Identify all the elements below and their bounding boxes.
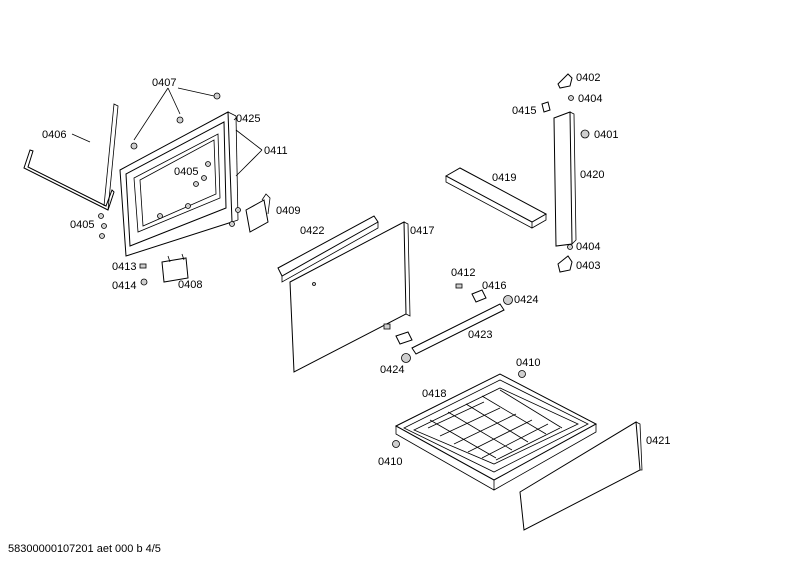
part-0417-glass [289,221,411,373]
part-0401 [580,129,590,139]
label-0401: 0401 [594,129,618,141]
label-0408: 0408 [178,279,202,291]
part-door-frame [119,111,239,257]
part-0419-bar [444,167,548,229]
label-0412: 0412 [451,267,475,279]
part-0424-left [401,353,411,363]
part-0406-handle [23,103,119,211]
part-0409-hinge [229,193,271,233]
label-0403: 0403 [576,260,600,272]
label-0407: 0407 [152,77,176,89]
label-0415: 0415 [512,105,536,117]
label-0404-bottom: 0404 [576,241,600,253]
leader-0411a [235,129,263,151]
label-0414: 0414 [112,280,136,292]
label-0420: 0420 [580,169,604,181]
label-0417: 0417 [410,225,434,237]
label-0422: 0422 [300,225,324,237]
label-0409: 0409 [276,205,300,217]
part-0404-bottom [567,244,573,250]
part-0402-bracket [557,73,573,89]
document-footer-code: 58300000107201 aet 000 b 4/5 [8,543,161,555]
part-0415-clip [541,101,551,113]
part-0403-bracket [557,255,573,273]
label-0423: 0423 [468,329,492,341]
part-0405-screws [98,213,107,239]
label-0410-bottom: 0410 [378,456,402,468]
label-0418: 0418 [422,388,446,400]
part-0404-top [568,95,574,101]
part-0423-rod [411,303,505,355]
part-0416-lower [395,331,413,345]
part-0407-screws [130,87,221,150]
label-0411: 0411 [264,145,288,157]
part-0416 [471,289,487,303]
label-0421: 0421 [646,435,670,447]
part-0424-right [503,295,513,305]
part-0414 [140,278,148,286]
leader-0406 [71,133,91,143]
label-0402: 0402 [576,72,600,84]
label-0424-right: 0424 [514,294,538,306]
label-0410-top: 0410 [516,357,540,369]
label-0405-left: 0405 [70,219,94,231]
part-0412 [455,283,463,289]
part-0410-top [518,370,526,378]
leader-0425 [233,117,237,121]
part-0420-post [553,111,577,247]
label-0419: 0419 [492,172,516,184]
part-0413 [139,263,147,269]
label-0413: 0413 [112,261,136,273]
part-0408-hinge [161,253,189,283]
part-0410-bottom [392,440,400,448]
part-0421-panel [519,421,643,531]
label-0406: 0406 [42,129,66,141]
label-0405-upper: 0405 [174,166,198,178]
label-0416: 0416 [482,280,506,292]
leader-0411b [235,149,263,177]
part-0422-rail [277,215,379,283]
label-0424-left: 0424 [380,364,404,376]
label-0425: 0425 [236,113,260,125]
part-0418-tray [394,373,598,491]
label-0404-top: 0404 [578,93,602,105]
